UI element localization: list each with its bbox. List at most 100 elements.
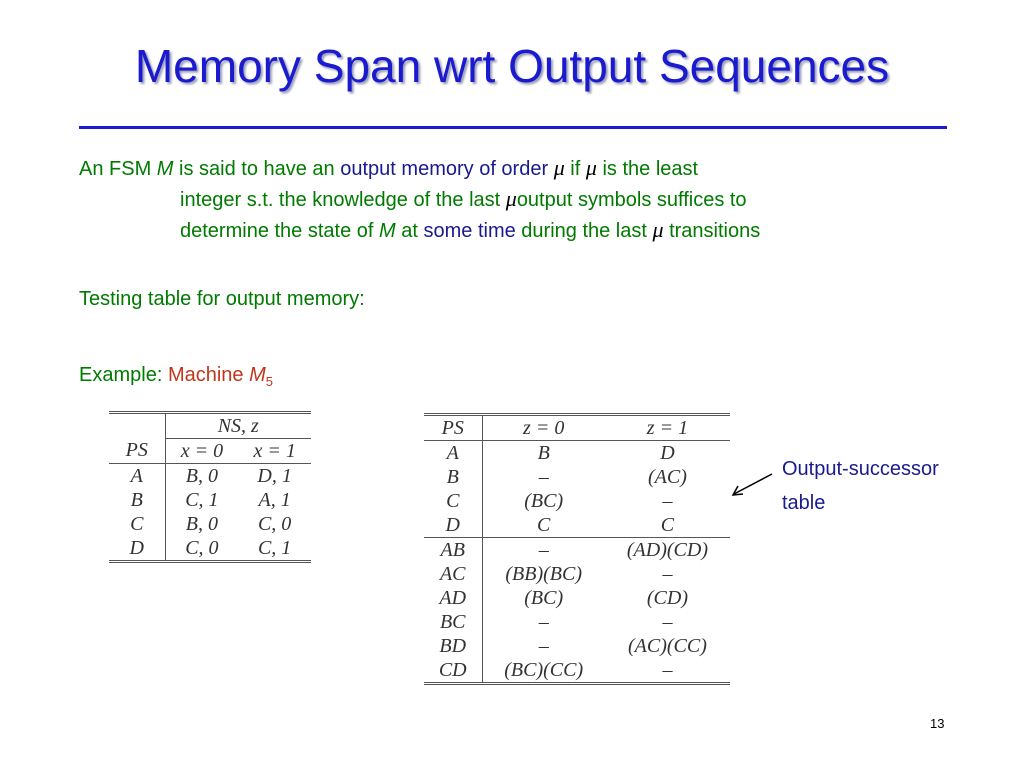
def-text: determine the state of [180, 220, 380, 242]
table-cell: – [662, 489, 673, 512]
symbol-mu: μ [585, 155, 597, 180]
symbol-mu: μ [652, 217, 664, 242]
table-cell: AB [424, 537, 483, 562]
table-cell: (BB)(BC) [505, 562, 583, 585]
table-cell: (BC)(CC) [504, 658, 584, 681]
table-cell: BC [424, 610, 483, 634]
def-text: at [395, 220, 424, 242]
table2-ps-header: PS [424, 414, 483, 441]
definition-paragraph: An FSM M is said to have an output memor… [79, 153, 959, 246]
def-text: is the least [596, 158, 699, 180]
page-number: 13 [930, 716, 945, 731]
table-row: BD – (AC)(CC) [424, 634, 730, 658]
table-row: CD (BC)(CC) – [424, 658, 730, 684]
table-cell: – [538, 610, 549, 633]
table-cell: C [109, 512, 166, 536]
table2-z0-header: z = 0 [482, 414, 605, 441]
table-cell: – [662, 658, 673, 681]
table-cell: – [662, 610, 673, 633]
table-cell: C [604, 513, 730, 538]
table-cell: B [537, 441, 550, 464]
table1-x1-header: x = 1 [238, 438, 311, 464]
table-cell: (BC) [524, 489, 564, 512]
table-cell: (CD) [646, 586, 688, 609]
def-text: output symbols suffices to [516, 189, 747, 211]
machine-subscript: 5 [265, 374, 273, 389]
table-cell: D [424, 513, 483, 538]
table-row: AD (BC) (CD) [424, 586, 730, 610]
title-underline [79, 126, 947, 129]
table-cell: (AC)(CC) [628, 634, 707, 657]
symbol-m: M [156, 158, 174, 180]
annotation-line-1: Output-successor [782, 458, 939, 480]
table-row: AB – (AD)(CD) [424, 537, 730, 562]
table-cell: – [538, 538, 549, 561]
table-cell: C, 0 [185, 536, 219, 559]
table-cell: A [424, 440, 483, 465]
annotation-arrow-icon [731, 473, 773, 496]
table-cell: A [109, 463, 166, 488]
table-row: AC(BB)(BC)– [424, 562, 730, 586]
table-cell: D [660, 441, 675, 464]
def-text: transitions [663, 220, 761, 242]
table-row: A B, 0 D, 1 [109, 463, 311, 488]
table-cell: (BC) [524, 586, 564, 609]
testing-table-heading: Testing table for output memory: [79, 288, 365, 310]
table-row: BC – – [424, 610, 730, 634]
table-cell: BD [424, 634, 483, 658]
table-cell: CD [424, 658, 483, 684]
def-text: integer s.t. the knowledge of the last [180, 189, 506, 211]
table-cell: B [424, 465, 483, 489]
table-cell: C [424, 489, 483, 513]
table-cell: – [538, 465, 549, 488]
table1-ns-header: NS, z [165, 412, 311, 439]
def-text: if [564, 158, 586, 180]
def-text: An FSM [79, 158, 157, 180]
table-cell: – [538, 634, 549, 657]
def-text: is said to have an [173, 158, 341, 180]
machine-label: Machine M5 [167, 364, 273, 389]
symbol-m: M [379, 220, 396, 242]
example-label: Example: [79, 364, 168, 386]
table-row: C (BC) – [424, 489, 730, 513]
term-some-time: some time [423, 220, 516, 242]
table-cell: D, 1 [257, 464, 292, 487]
table1-x0-header: x = 0 [165, 438, 239, 464]
def-text: during the last [515, 220, 653, 242]
annotation-line-2: table [782, 492, 826, 514]
symbol-mu: μ [505, 186, 517, 211]
table-cell: AD [424, 586, 483, 610]
table1-ps-header: PS [109, 438, 166, 464]
table-cell: (AD)(CD) [626, 538, 708, 561]
machine-text: Machine [167, 364, 250, 386]
def-line-3: determine the state of M at some time du… [79, 215, 959, 246]
table-cell: A, 1 [258, 488, 291, 511]
term-output-memory: output memory of order [340, 158, 549, 180]
table-row: D C, 0 C, 1 [109, 536, 311, 562]
table-cell: (AC) [648, 465, 687, 488]
table-cell: D [109, 536, 166, 562]
table-cell: C, 1 [185, 488, 219, 511]
table-row: B C, 1 A, 1 [109, 488, 311, 512]
table-cell: B, 0 [185, 512, 218, 535]
table-cell: C [482, 513, 605, 538]
machine-symbol: M [249, 364, 266, 386]
table-cell: AC [424, 562, 483, 586]
table-cell: C, 1 [257, 536, 292, 559]
table1-corner [109, 412, 166, 439]
slide-title: Memory Span wrt Output Sequences [134, 40, 890, 92]
table-cell: B [109, 488, 166, 512]
table-cell: C, 0 [257, 512, 292, 535]
table2-z1-header: z = 1 [604, 414, 730, 441]
example-line: Example: Machine M5 [79, 364, 273, 389]
table-row: B – (AC) [424, 465, 730, 489]
def-line-2: integer s.t. the knowledge of the last μ… [79, 184, 959, 215]
symbol-mu: μ [553, 155, 565, 180]
table-row: C B, 0 C, 0 [109, 512, 311, 536]
table-cell: B, 0 [185, 464, 218, 487]
annotation-label: Output-successor table [782, 452, 939, 520]
